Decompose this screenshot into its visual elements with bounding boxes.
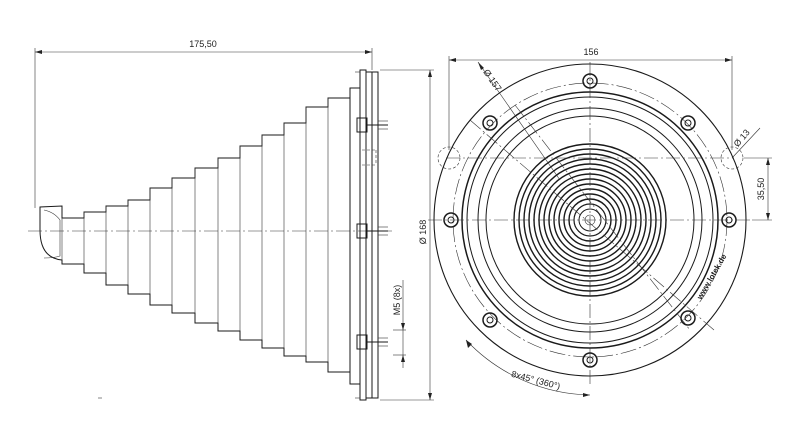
diameter-13-label: Ø 13 [732,127,752,148]
diameter-168-dimension: Ø 168 [380,69,434,401]
flange [349,69,388,401]
bolt-hole-bottom-right [680,310,696,326]
bolt-hole-top-right [680,115,696,131]
cone-body [28,97,392,373]
diameter-157-label: Ø 157 [481,67,503,93]
centerlines [428,62,752,386]
length-dimension: 175,50 [34,39,373,208]
diameter-157-callout: Ø 157 [477,61,561,181]
diameter-168-label: Ø 168 [418,220,428,245]
side-view: 175,50 [28,39,434,401]
thread-callout: M5 (8x) [392,280,406,368]
front-view: 156 [428,47,772,397]
stud-middle [356,223,388,239]
bolt-pattern-callout: 8x45° (360°) [465,339,591,397]
width-label: 156 [583,47,598,57]
mounting-holes: Ø 13 [437,127,761,170]
bolt-hole-right [721,212,737,228]
width-dimension: 156 [448,47,733,150]
stud-bottom [356,334,388,350]
length-dimension-label: 175,50 [189,39,217,49]
offset-dimension: 35,50 [744,157,772,221]
stud-top [356,117,388,133]
bolt-holes [443,73,737,368]
thread-label: M5 (8x) [392,285,402,316]
bolt-hole-top-left [482,115,498,131]
bolt-hole-bottom-left [482,312,498,328]
bolt-hole-bottom [582,352,598,368]
bolt-hole-left [443,212,459,228]
bolt-hole-top [582,73,598,89]
offset-label: 35,50 [756,178,766,201]
